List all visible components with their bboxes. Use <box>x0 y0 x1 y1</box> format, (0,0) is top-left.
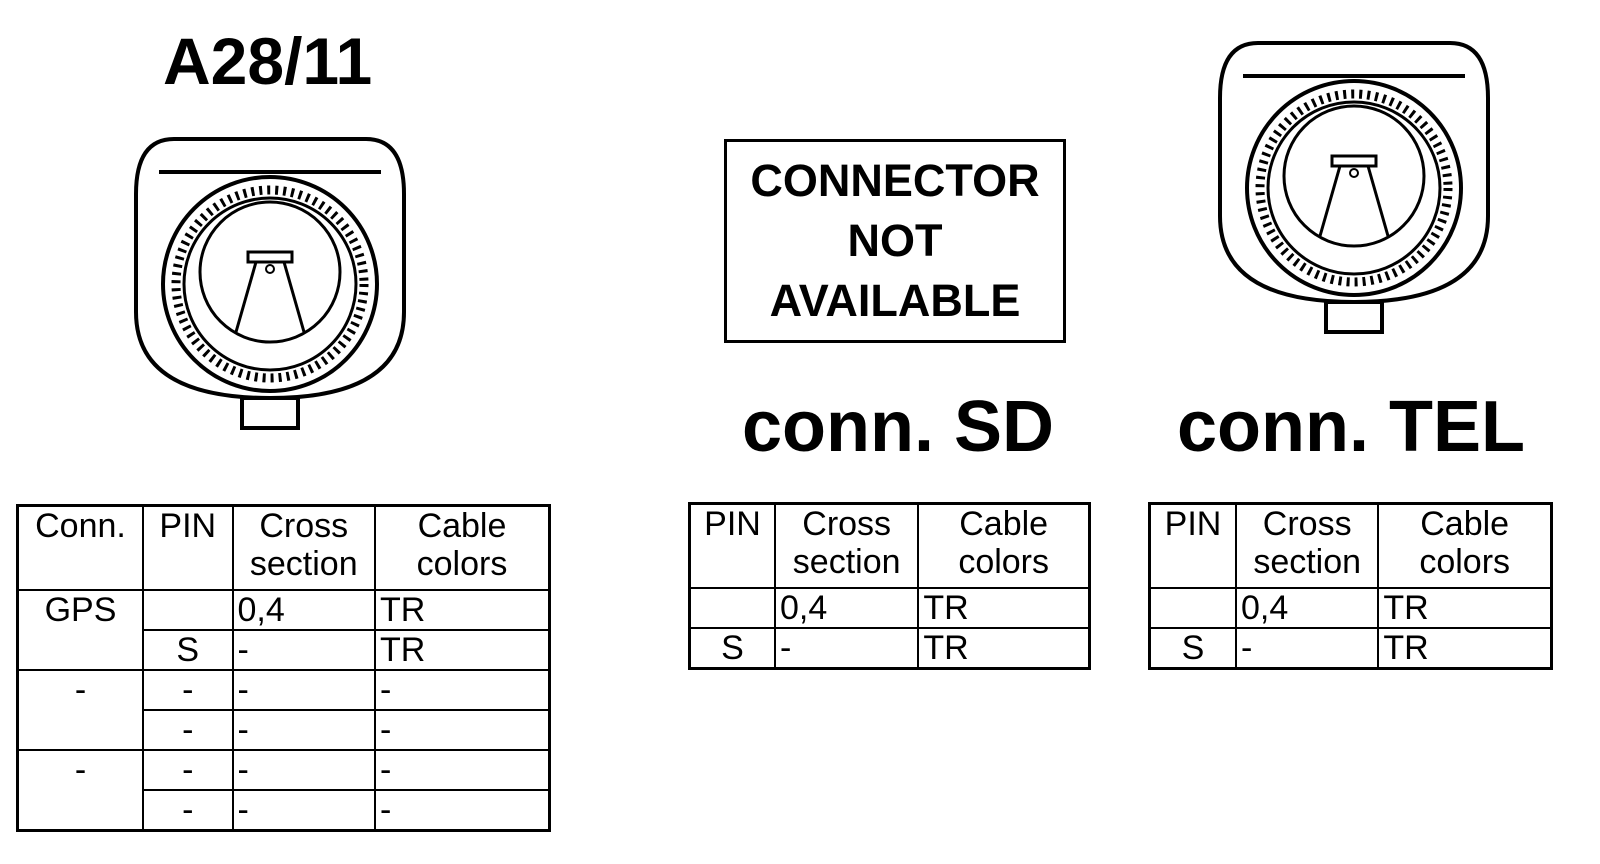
table-header-row: Conn. PIN Cross section Cable colors <box>16 504 551 591</box>
coax-connector-icon <box>1218 41 1490 334</box>
cable-color-cell: - <box>373 789 551 832</box>
pin-cell: - <box>141 669 234 711</box>
header-pin: PIN <box>688 502 777 589</box>
pinout-table-sd: PIN Cross section Cable colors 0,4 TR S … <box>688 502 1091 670</box>
cable-color-cell: TR <box>917 627 1091 670</box>
cross-section-cell: - <box>774 627 920 670</box>
cable-color-cell: TR <box>373 629 551 671</box>
cross-section-cell: - <box>231 709 376 751</box>
cable-color-cell: - <box>373 749 551 791</box>
pin-cell: S <box>1148 627 1237 670</box>
not-available-line-3: AVAILABLE <box>769 275 1021 326</box>
table-row: 0,4 TR <box>1148 587 1553 629</box>
cable-color-cell: TR <box>1377 627 1553 670</box>
pin-cell <box>1148 587 1237 629</box>
pin-cell: - <box>141 789 234 832</box>
table-row: S - TR <box>1148 627 1553 670</box>
header-cable-colors: Cable colors <box>1377 502 1553 589</box>
cross-section-cell: - <box>231 749 376 791</box>
pin-cell: - <box>141 709 234 751</box>
table-row: - - - - <box>16 669 551 751</box>
not-available-line-1: CONNECTOR <box>750 155 1040 206</box>
coax-connector-icon <box>134 137 406 430</box>
table-row: - - - - <box>16 749 551 832</box>
table-row: S - TR <box>18 629 551 671</box>
cross-section-cell: - <box>231 669 376 711</box>
table-row: S - TR <box>688 627 1091 670</box>
cable-color-cell: TR <box>917 587 1091 629</box>
title-conn-sd: conn. SD <box>742 387 1055 467</box>
header-conn: Conn. <box>16 504 144 591</box>
pinout-table-a28: Conn. PIN Cross section Cable colors GPS… <box>16 504 551 832</box>
table-header-row: PIN Cross section Cable colors <box>1148 502 1553 589</box>
pinout-table-tel: PIN Cross section Cable colors 0,4 TR S … <box>1148 502 1553 670</box>
header-cable-colors: Cable colors <box>917 502 1091 589</box>
cross-section-cell: - <box>231 629 376 671</box>
conn-cell: - <box>16 669 144 751</box>
cable-color-cell: TR <box>373 589 551 631</box>
title-a28: A28/11 <box>163 24 373 98</box>
title-conn-tel: conn. TEL <box>1177 387 1525 467</box>
header-cross-section: Cross section <box>231 504 376 591</box>
cable-color-cell: - <box>373 709 551 751</box>
cross-section-cell: 0,4 <box>231 589 376 631</box>
connector-not-available-box: CONNECTOR NOT AVAILABLE <box>724 139 1066 343</box>
not-available-line-2: NOT <box>847 215 943 266</box>
table-row: - - - <box>18 709 551 751</box>
header-pin: PIN <box>1148 502 1237 589</box>
header-cross-section: Cross section <box>774 502 920 589</box>
conn-cell: - <box>16 749 144 832</box>
cross-section-cell: 0,4 <box>1234 587 1380 629</box>
cross-section-cell: 0,4 <box>774 587 920 629</box>
cable-color-cell: TR <box>1377 587 1553 629</box>
header-cable-colors: Cable colors <box>373 504 551 591</box>
cross-section-cell: - <box>231 789 376 832</box>
table-row: - - - <box>18 789 551 832</box>
pin-cell: S <box>141 629 234 671</box>
table-header-row: PIN Cross section Cable colors <box>688 502 1091 589</box>
pin-cell <box>141 589 234 631</box>
header-pin: PIN <box>141 504 234 591</box>
pin-cell <box>688 587 777 629</box>
table-row: 0,4 TR <box>688 587 1091 629</box>
conn-cell: GPS <box>16 589 144 671</box>
cable-color-cell: - <box>373 669 551 711</box>
pin-cell: - <box>141 749 234 791</box>
pin-cell: S <box>688 627 777 670</box>
cross-section-cell: - <box>1234 627 1380 670</box>
table-row: GPS 0,4 TR <box>16 589 551 671</box>
header-cross-section: Cross section <box>1234 502 1380 589</box>
